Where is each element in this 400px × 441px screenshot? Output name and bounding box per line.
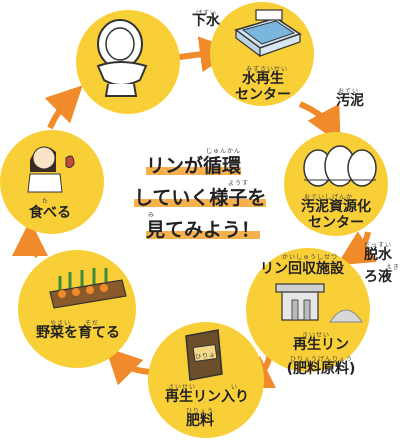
product-label-1: 再生リン <box>293 337 349 353</box>
dewater-label-2: ろ液 <box>364 269 392 285</box>
center-ruby-mi: み <box>148 212 156 219</box>
arrow-eat-to-toilet <box>44 85 83 130</box>
dewater-ruby-2: えき <box>386 264 400 271</box>
product-ruby-2: ひりょうげんりょう <box>290 356 354 363</box>
sludge-center-label-2: センター <box>308 215 364 231</box>
fertilizer-label-1: 再生リン入り <box>165 389 249 405</box>
dewater-ruby-1: だっすい <box>364 242 393 249</box>
sludge-ruby: おでい <box>338 88 360 95</box>
arrow-fertilizer-to-vegetables <box>105 347 151 386</box>
center-ruby-junkan: じゅんかん <box>206 148 242 155</box>
sludge-label: 汚泥 <box>336 93 364 109</box>
arrow-water-center-to-sludge-center <box>298 101 341 144</box>
water-center-ruby: みずさいせい <box>246 66 289 73</box>
eat-label: 食べる <box>29 205 71 221</box>
water-center-label-2: センター <box>235 87 291 103</box>
dewater-label-1: 脱水 <box>364 247 392 263</box>
fertilizer-label-2: 肥料 <box>186 413 214 429</box>
center-line-2: していく様子を <box>134 187 267 209</box>
water-center-label-1: 水再生 <box>242 71 284 87</box>
arrow-sludge-center-to-facility <box>336 231 377 266</box>
facility-ruby: かいしゅうしせつ <box>282 254 339 261</box>
arrow-vegetables-to-eat <box>12 220 49 259</box>
center-line-1: リンが循環 <box>146 155 242 177</box>
product-label-2: (肥料原料) <box>286 361 356 377</box>
sludge-center-label-1: 汚泥資源化 <box>301 199 371 215</box>
center-line-3: 見てみよう！ <box>146 219 261 241</box>
node-vegetables <box>18 250 136 368</box>
eat-ruby: た <box>42 198 50 205</box>
center-ruby-yousu: ようす <box>228 180 250 187</box>
product-ruby-1: さいせい <box>302 332 331 339</box>
fertilizer-ruby-1: さいせい い <box>168 384 239 391</box>
sludge-center-ruby: おでいしげんか <box>304 194 354 201</box>
vegetables-label: 野菜を育てる <box>36 325 120 341</box>
sewage-label: 下水 <box>192 13 220 29</box>
facility-label: リン回収施設 <box>260 261 344 277</box>
fertilizer-ruby-2: ひりょう <box>186 408 215 415</box>
vegetables-ruby: やさい そだ <box>50 320 100 327</box>
sewage-ruby: げすい <box>196 10 218 17</box>
